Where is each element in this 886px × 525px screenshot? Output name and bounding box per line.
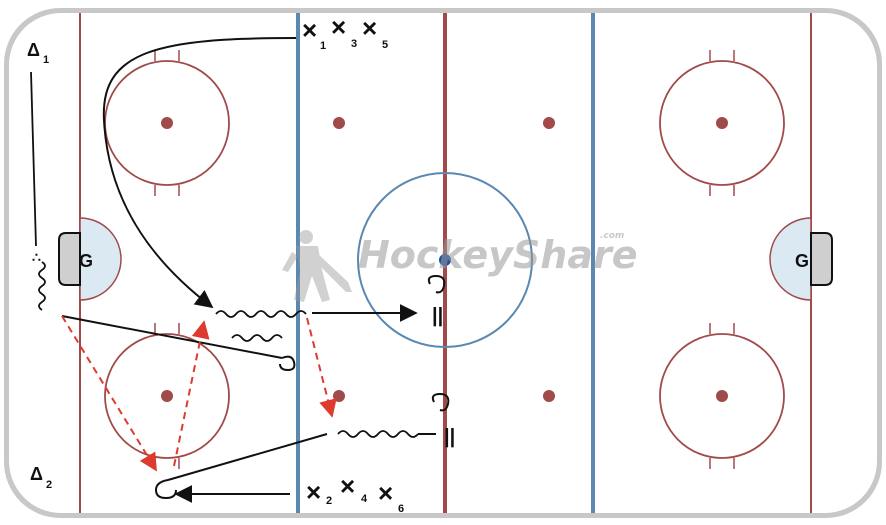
coach-symbol: Δ [27, 40, 40, 60]
coach-1: Δ 1 [27, 40, 49, 66]
crease-left [79, 217, 122, 301]
goalie-right: G [795, 232, 833, 286]
skate-line-diagonal [61, 315, 283, 359]
skater-silhouette-icon [282, 230, 352, 302]
player-number: 1 [320, 40, 326, 52]
player-x: × [302, 15, 317, 45]
turn-loop-icon [154, 479, 177, 500]
crease-right [769, 217, 812, 301]
turn-loop-icon [279, 355, 296, 372]
player-x: × [378, 478, 393, 508]
player-number: 3 [351, 38, 357, 50]
faceoff-circle-right-top [659, 50, 785, 196]
watermark-text: HockeyShare [358, 233, 637, 277]
player-number: 6 [398, 503, 404, 515]
player-number: 4 [361, 493, 368, 505]
turn-loop-icon [431, 392, 450, 412]
pass-arrow [61, 315, 157, 472]
center-circle [357, 172, 533, 348]
neutral-dot [543, 117, 555, 129]
player-number: 2 [326, 495, 332, 507]
players-bottom-group: × 2 × 4 × 6 [306, 471, 404, 515]
turn-loop-icon [427, 274, 446, 294]
rink [4, 8, 882, 518]
pass-arrow [173, 320, 210, 467]
goalie-label: G [795, 251, 809, 271]
players-top-group: × 1 × 3 × 5 [302, 12, 388, 52]
puck-carry-path [337, 430, 419, 438]
puck-carry-path [215, 310, 307, 318]
watermark: HockeyShare .com [282, 230, 637, 302]
goalie-left: G [58, 232, 93, 286]
player-x: × [362, 13, 377, 43]
neutral-dot [333, 390, 345, 402]
stop-marker: || [444, 426, 455, 448]
player-x: × [306, 477, 321, 507]
coach-number: 2 [46, 479, 52, 491]
puck-carry-path [231, 334, 283, 342]
goalie-label: G [79, 251, 93, 271]
neutral-dot [543, 390, 555, 402]
player-x: × [331, 12, 346, 42]
pass-arrow [306, 317, 337, 418]
coach-2: Δ 2 [30, 464, 52, 491]
skate-path-top [102, 37, 297, 309]
coach-number: 1 [43, 54, 49, 66]
player-number: 5 [382, 39, 388, 51]
center-faceoff-dot [439, 254, 451, 266]
skate-line-to-corner [167, 433, 328, 481]
watermark-suffix: .com [600, 231, 624, 241]
coach-1-pass-line [30, 71, 37, 247]
coach-symbol: Δ [30, 464, 43, 484]
puck-carry-path [38, 261, 46, 311]
player-x: × [340, 471, 355, 501]
faceoff-circle-right-bottom [659, 323, 785, 469]
stop-marker: || [432, 305, 443, 327]
neutral-dot [333, 117, 345, 129]
puck-pile-icon: ∴ [32, 249, 41, 265]
